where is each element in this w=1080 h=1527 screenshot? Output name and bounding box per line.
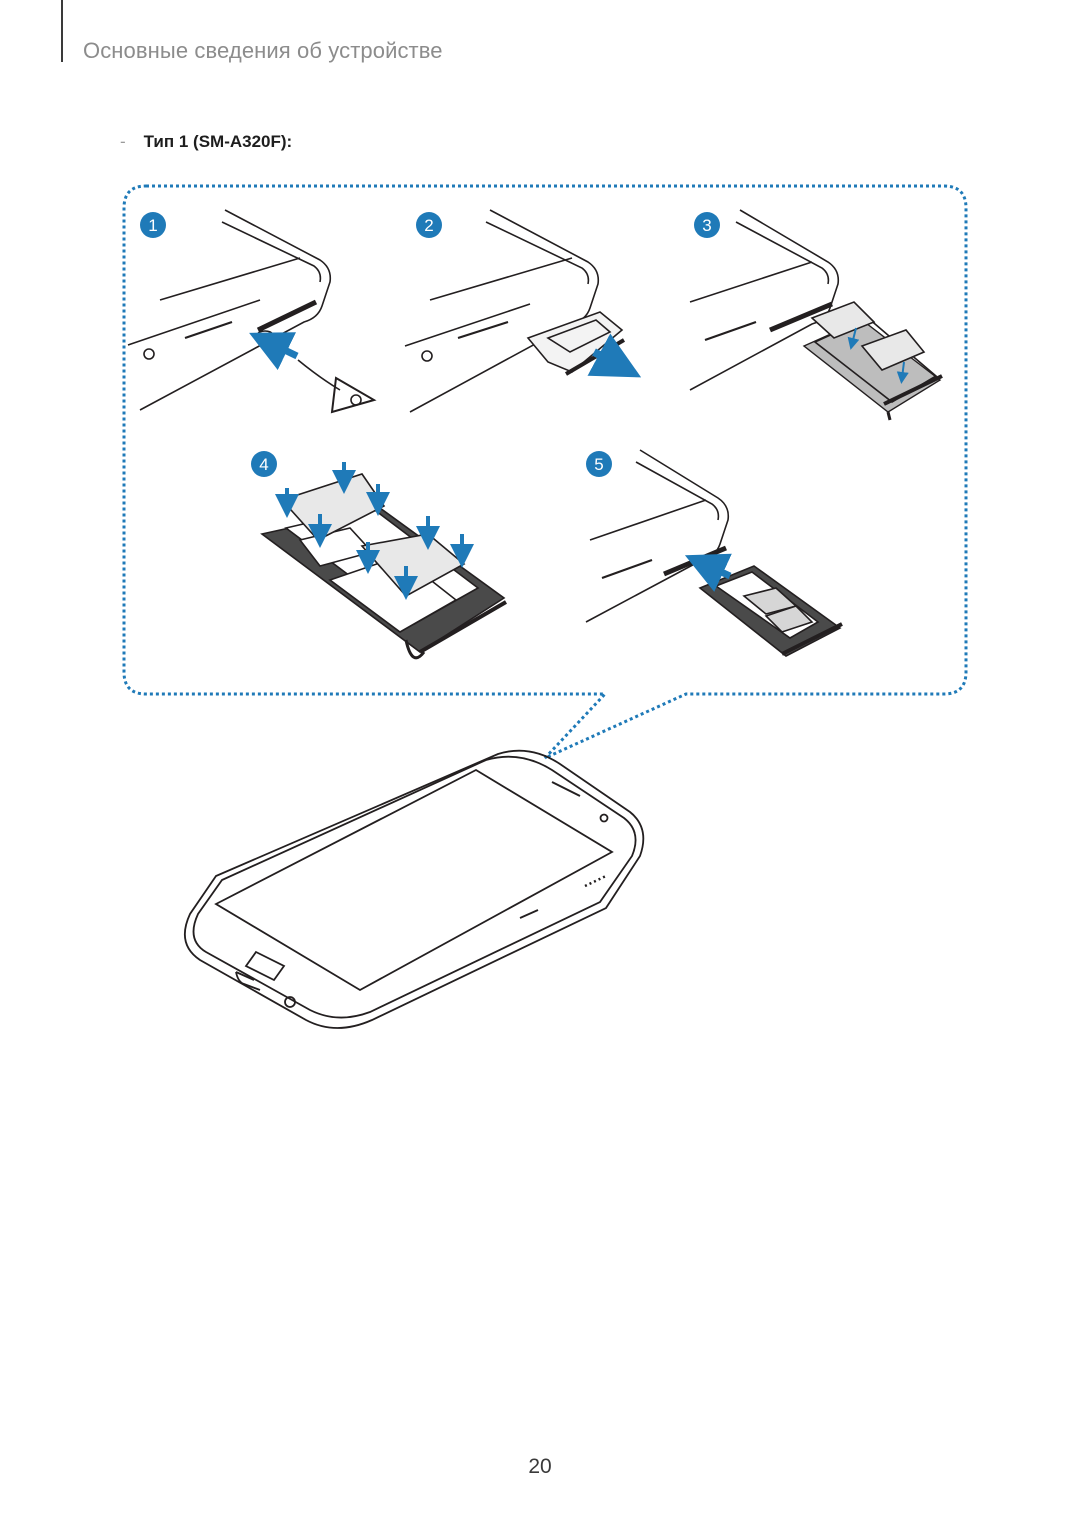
step-badge-3: 3 [694,212,720,238]
pull-arrow-icon [587,333,642,378]
header-rule [61,0,63,62]
step-number: 3 [702,216,711,235]
list-dash: - [120,132,126,151]
step-number: 1 [148,216,157,235]
step-4-illustration [260,473,508,660]
push-arrow-icon [249,332,299,371]
drop-arrow-icon [847,327,860,350]
step-number: 2 [424,216,433,235]
step-badge-1: 1 [140,212,166,238]
drop-arrow-icon [896,361,909,384]
step-5-illustration [585,449,843,657]
step-number: 5 [594,455,603,474]
section-title: Основные сведения об устройстве [83,38,443,63]
step-3-illustration [689,209,943,421]
phone-overview-illustration [183,749,645,1029]
step-2-illustration [404,209,626,413]
step-number: 4 [259,455,268,474]
insert-arrow-icon [684,553,732,592]
callout-bubble [122,184,968,760]
step-4-arrows [275,462,474,600]
sim-insertion-figure: 1 2 3 4 5 [122,184,968,1029]
model-label: Тип 1 (SM-A320F): [143,132,293,151]
step-badge-4: 4 [251,451,277,477]
step-badge-5: 5 [586,451,612,477]
page-number: 20 [528,1455,552,1478]
step-badge-2: 2 [416,212,442,238]
step-1-illustration [127,209,377,414]
model-subitem: -Тип 1 (SM-A320F): [120,132,292,152]
